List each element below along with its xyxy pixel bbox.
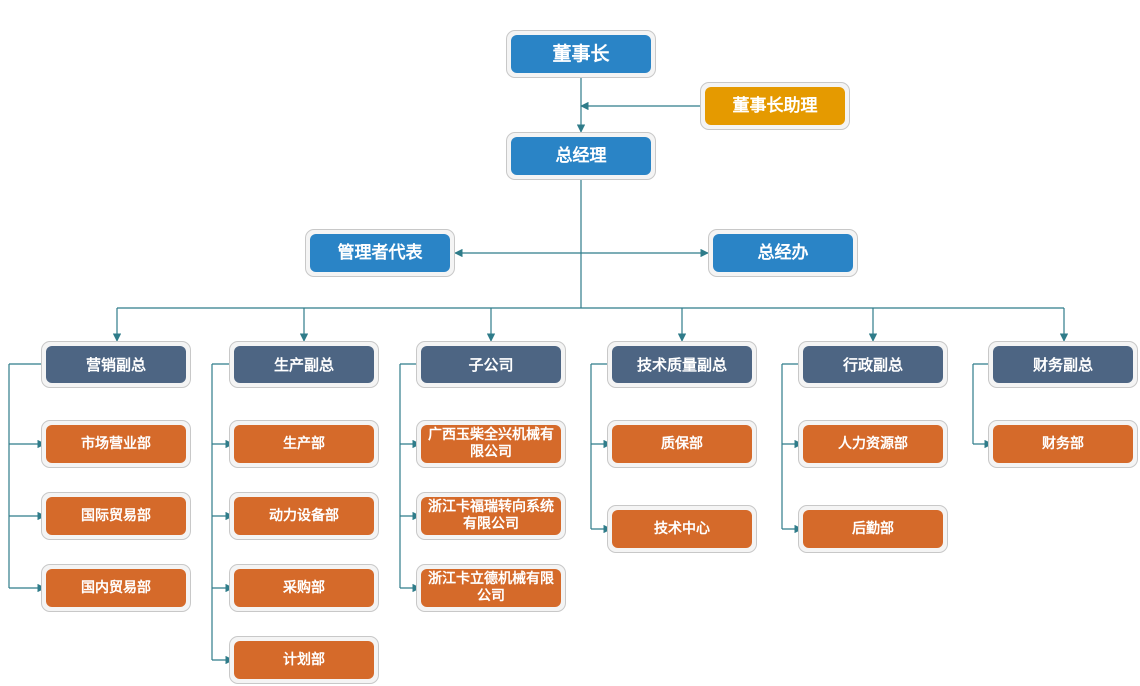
department-label: 人力资源部 <box>803 425 943 463</box>
chairman-assistant-label: 董事长助理 <box>705 87 845 125</box>
division-head-5[interactable]: 行政副总 <box>798 341 948 388</box>
department-2-3[interactable]: 采购部 <box>229 564 379 612</box>
department-label: 市场营业部 <box>46 425 186 463</box>
division-head-label: 营销副总 <box>46 346 186 383</box>
department-3-3[interactable]: 浙江卡立德机械有限公司 <box>416 564 566 612</box>
chairman-assistant-node[interactable]: 董事长助理 <box>700 82 850 130</box>
general-manager-node[interactable]: 总经理 <box>506 132 656 180</box>
management-rep-label: 管理者代表 <box>310 234 450 272</box>
department-label: 计划部 <box>234 641 374 679</box>
division-head-label: 子公司 <box>421 346 561 383</box>
division-head-label: 财务副总 <box>993 346 1133 383</box>
department-5-2[interactable]: 后勤部 <box>798 505 948 553</box>
division-head-3[interactable]: 子公司 <box>416 341 566 388</box>
department-label: 采购部 <box>234 569 374 607</box>
department-label: 浙江卡立德机械有限公司 <box>421 569 561 607</box>
department-5-1[interactable]: 人力资源部 <box>798 420 948 468</box>
department-1-3[interactable]: 国内贸易部 <box>41 564 191 612</box>
division-head-label: 行政副总 <box>803 346 943 383</box>
department-label: 国内贸易部 <box>46 569 186 607</box>
gm-office-node[interactable]: 总经办 <box>708 229 858 277</box>
department-2-1[interactable]: 生产部 <box>229 420 379 468</box>
department-2-2[interactable]: 动力设备部 <box>229 492 379 540</box>
department-label: 广西玉柴全兴机械有限公司 <box>421 425 561 463</box>
department-1-2[interactable]: 国际贸易部 <box>41 492 191 540</box>
department-label: 浙江卡福瑞转向系统有限公司 <box>421 497 561 535</box>
gm-office-label: 总经办 <box>713 234 853 272</box>
division-head-1[interactable]: 营销副总 <box>41 341 191 388</box>
department-4-2[interactable]: 技术中心 <box>607 505 757 553</box>
department-label: 质保部 <box>612 425 752 463</box>
chairman-label: 董事长 <box>511 35 651 73</box>
department-6-1[interactable]: 财务部 <box>988 420 1138 468</box>
department-label: 生产部 <box>234 425 374 463</box>
department-label: 后勤部 <box>803 510 943 548</box>
division-head-label: 技术质量副总 <box>612 346 752 383</box>
department-label: 技术中心 <box>612 510 752 548</box>
general-manager-label: 总经理 <box>511 137 651 175</box>
division-head-label: 生产副总 <box>234 346 374 383</box>
division-head-2[interactable]: 生产副总 <box>229 341 379 388</box>
management-rep-node[interactable]: 管理者代表 <box>305 229 455 277</box>
department-4-1[interactable]: 质保部 <box>607 420 757 468</box>
department-1-1[interactable]: 市场营业部 <box>41 420 191 468</box>
department-2-4[interactable]: 计划部 <box>229 636 379 684</box>
department-label: 财务部 <box>993 425 1133 463</box>
chairman-node[interactable]: 董事长 <box>506 30 656 78</box>
division-head-4[interactable]: 技术质量副总 <box>607 341 757 388</box>
department-3-1[interactable]: 广西玉柴全兴机械有限公司 <box>416 420 566 468</box>
department-label: 动力设备部 <box>234 497 374 535</box>
department-label: 国际贸易部 <box>46 497 186 535</box>
department-3-2[interactable]: 浙江卡福瑞转向系统有限公司 <box>416 492 566 540</box>
division-head-6[interactable]: 财务副总 <box>988 341 1138 388</box>
